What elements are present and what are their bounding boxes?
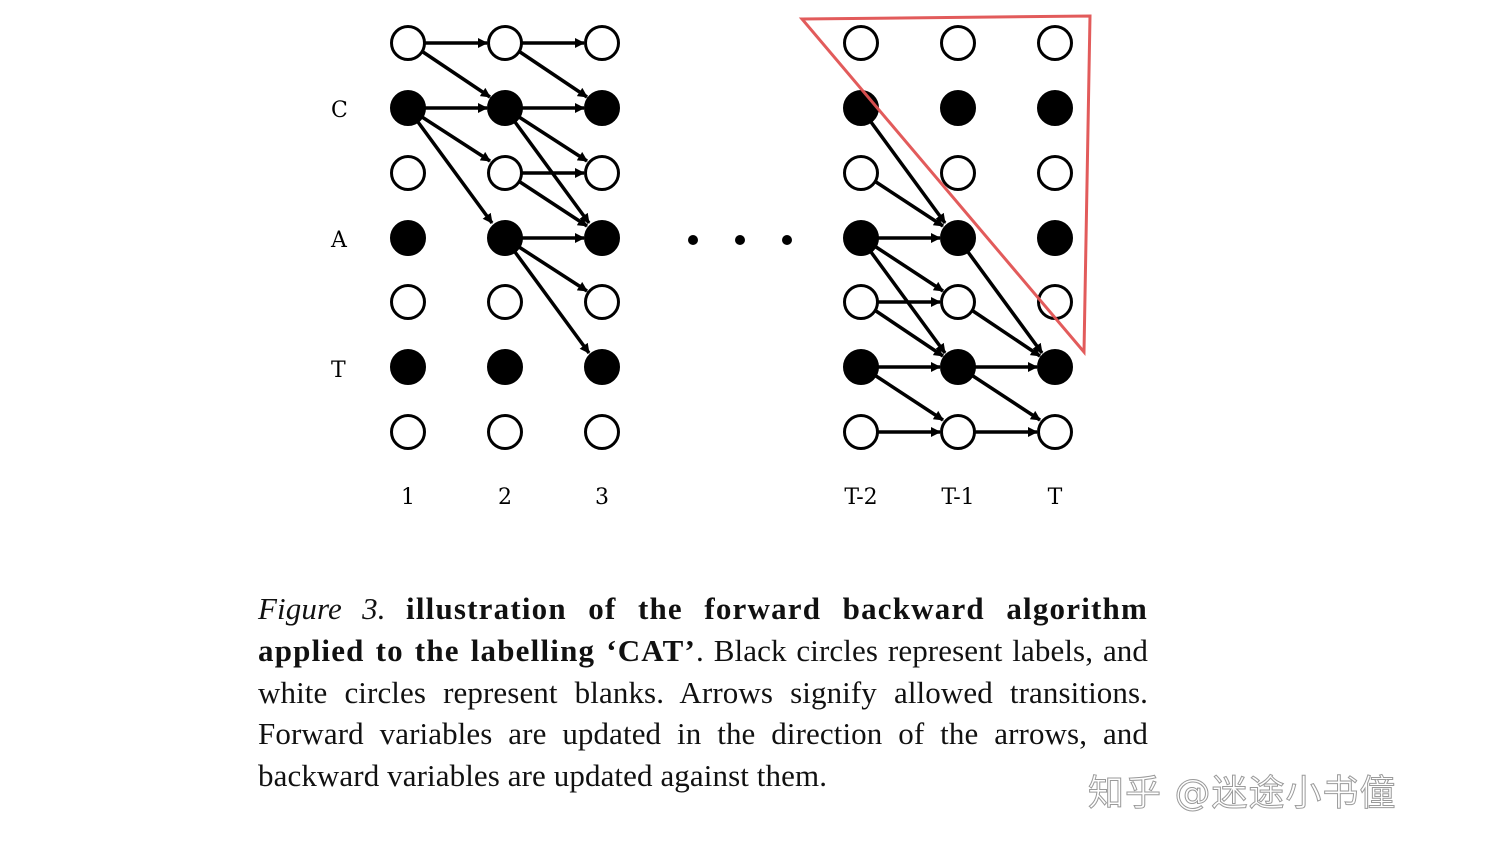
column-labels: 1 2 3 T-2 T-1 T <box>401 485 1063 510</box>
ctc-lattice-diagram: C A T <box>330 14 1092 510</box>
node-label <box>843 90 879 126</box>
node-blank <box>584 284 620 320</box>
figure-title: illustration of the forward backward alg… <box>258 591 1149 668</box>
node-blank <box>843 284 879 320</box>
nodes-right <box>843 25 1073 450</box>
node-blank <box>487 155 523 191</box>
node-label <box>584 220 620 256</box>
node-blank <box>940 414 976 450</box>
row-label-a: A <box>330 228 348 253</box>
col-label-3: 3 <box>595 485 609 510</box>
node-blank <box>1037 414 1073 450</box>
node-blank <box>940 284 976 320</box>
node-blank <box>390 414 426 450</box>
node-label <box>1037 349 1073 385</box>
node-label <box>940 220 976 256</box>
node-blank <box>390 25 426 61</box>
node-blank <box>843 414 879 450</box>
node-label <box>390 90 426 126</box>
node-blank <box>584 25 620 61</box>
col-label-t-1: T-1 <box>941 485 974 510</box>
node-blank <box>843 155 879 191</box>
transition-arrows-right <box>869 120 1044 437</box>
watermark: 知乎 @迷途小书僮 <box>1087 773 1397 815</box>
node-label <box>487 349 523 385</box>
node-blank <box>390 155 426 191</box>
row-labels: C A T <box>330 98 348 383</box>
node-label <box>1037 220 1073 256</box>
figure-caption: Figure 3. illustration of the forward ba… <box>258 588 1148 797</box>
node-blank <box>487 25 523 61</box>
node-label <box>843 349 879 385</box>
node-label <box>487 220 523 256</box>
nodes-left <box>390 25 620 450</box>
col-label-t-2: T-2 <box>844 485 877 510</box>
node-label <box>1037 90 1073 126</box>
node-blank <box>487 284 523 320</box>
figure-body: . Black circles represent labels, and wh… <box>258 632 1148 794</box>
node-label <box>940 349 976 385</box>
node-blank <box>940 25 976 61</box>
node-label <box>584 90 620 126</box>
node-blank <box>487 414 523 450</box>
col-label-1: 1 <box>401 485 415 510</box>
node-blank <box>940 155 976 191</box>
node-label <box>584 349 620 385</box>
col-label-t: T <box>1048 485 1063 510</box>
node-label <box>487 90 523 126</box>
node-blank <box>390 284 426 320</box>
node-blank <box>584 155 620 191</box>
node-blank <box>843 25 879 61</box>
node-blank <box>584 414 620 450</box>
node-blank <box>1037 155 1073 191</box>
col-label-2: 2 <box>498 485 512 510</box>
figure-reference: Figure 3. <box>258 591 386 626</box>
row-label-t: T <box>331 358 346 383</box>
node-label <box>390 349 426 385</box>
node-label <box>843 220 879 256</box>
node-label <box>390 220 426 256</box>
transition-arrows-left <box>416 38 591 355</box>
row-label-c: C <box>331 98 348 123</box>
ellipsis-dots <box>688 235 792 245</box>
node-blank <box>1037 25 1073 61</box>
node-label <box>940 90 976 126</box>
highlight-triangle <box>798 14 1092 357</box>
